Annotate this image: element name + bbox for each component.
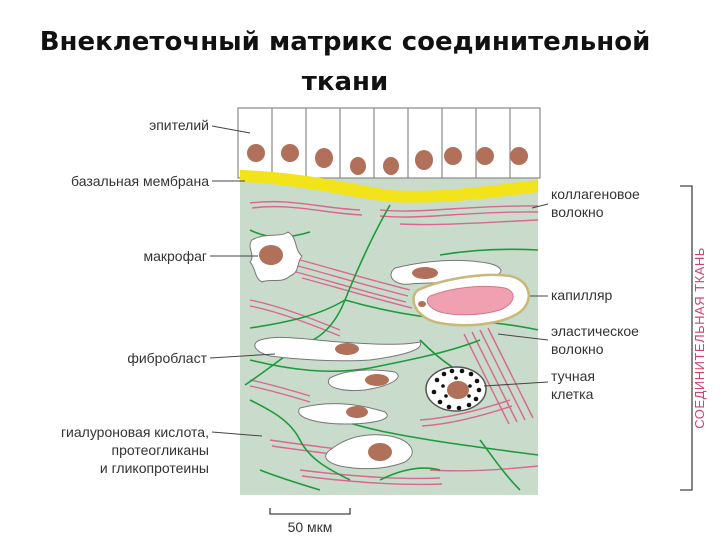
label-mast-1: тучная xyxy=(551,368,595,384)
title-line-2: ткани xyxy=(301,67,389,97)
capillary xyxy=(412,273,530,327)
label-capillary: капилляр xyxy=(551,287,613,303)
label-elastic-2: волокно xyxy=(551,341,604,357)
scale-bar xyxy=(269,508,351,515)
label-connective-tissue: СОЕДИНИТЕЛЬНАЯ ТКАНЬ xyxy=(692,247,707,429)
mast-cell xyxy=(425,366,487,412)
fibroblast-nuclei xyxy=(335,267,438,461)
label-epithelium: эпителий xyxy=(149,117,209,133)
epithelial-nuclei xyxy=(247,144,528,175)
label-elastic-1: эластическое xyxy=(551,323,639,339)
label-basal-membrane: базальная мембрана xyxy=(71,173,209,189)
label-collagen-2: волокно xyxy=(551,204,604,220)
label-fibroblast: фибробласт xyxy=(127,350,207,366)
label-ground-substance-3: и гликопротеины xyxy=(100,460,209,476)
label-collagen-1: коллагеновое xyxy=(551,186,640,202)
label-ground-substance-2: протеогликаны xyxy=(112,442,209,458)
leader-lines xyxy=(209,125,549,437)
title-line-1: Внеклеточный матрикс соединительной xyxy=(39,27,651,57)
epithelium-layer xyxy=(237,107,541,179)
label-ground-substance-1: гиалуроновая кислота, xyxy=(61,424,209,440)
label-scale: 50 мкм xyxy=(288,519,333,535)
macrophage-nucleus xyxy=(259,245,283,265)
label-macrophage: макрофаг xyxy=(143,248,207,264)
slide-title: Внеклеточный матрикс соединительной ткан… xyxy=(0,22,690,102)
basal-membrane xyxy=(240,170,538,203)
connective-tissue-bracket xyxy=(680,185,693,491)
label-mast-2: клетка xyxy=(551,386,594,402)
collagen-fibers xyxy=(249,200,538,486)
